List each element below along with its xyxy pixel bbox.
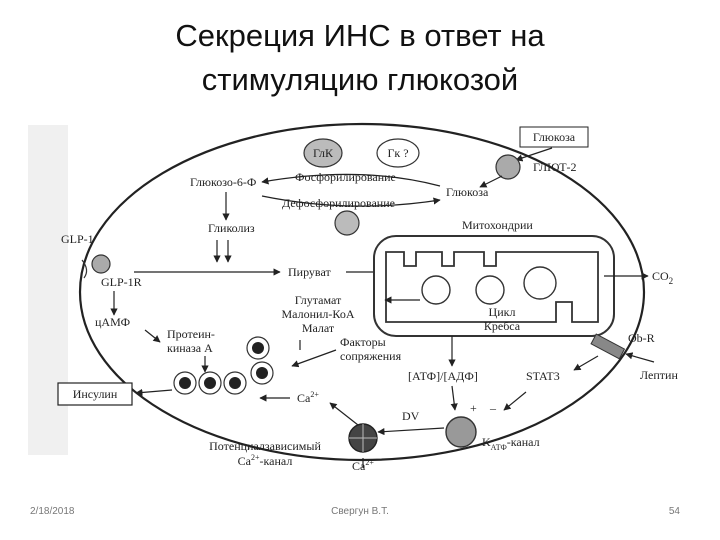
phosphatase-icon <box>334 210 360 236</box>
glp1-receptor-icon <box>91 254 111 274</box>
glk-label: ГлК <box>313 146 334 160</box>
glucokinase-icon <box>303 138 343 168</box>
gk-label: Гк ? <box>387 146 408 160</box>
ca-inside-label: Ca2+ <box>297 390 319 405</box>
mitochondria-label: Митохондрии <box>462 218 533 232</box>
katp-channel-icon <box>445 416 477 448</box>
title-line-2: стимуляцию глюкозой <box>201 62 519 97</box>
glut2-transporter-icon <box>495 154 521 180</box>
glp1-label: GLP-1 <box>61 232 94 246</box>
co2-label: CO2 <box>652 269 673 286</box>
glycolysis-label: Гликолиз <box>208 221 255 235</box>
leptin-label: Лептин <box>640 368 678 382</box>
insulin-box <box>57 382 133 406</box>
ob-r-label: Ob-R <box>628 331 655 345</box>
vdcc-label-1: Потенциалзависимый <box>209 439 321 453</box>
malonyl-coa-label: Малонил-КоА <box>282 307 355 321</box>
vdcc-label-2: Ca2+-канал <box>238 453 293 468</box>
atp-adp-label: [АТФ]/[АДФ] <box>408 369 478 383</box>
glucose-box <box>519 126 589 148</box>
g6p-label: Глюкозо-6-Ф <box>190 175 256 189</box>
glut2-label: ГЛЮТ-2 <box>533 160 577 174</box>
ob-r-receptor-icon <box>590 333 626 360</box>
glucose-box-label: Глюкоза <box>533 130 576 144</box>
krebs-vesicle-1 <box>421 275 451 305</box>
glucose-inside-label: Глюкоза <box>446 185 489 199</box>
camp-label: цАМФ <box>95 315 130 329</box>
pka-label-2: киназа А <box>167 341 213 355</box>
krebs-vesicle-3 <box>523 266 557 300</box>
footer-author: Свергун В.Т. <box>331 506 389 517</box>
glutamate-label: Глутамат <box>295 293 342 307</box>
title-line-1: Секреция ИНС в ответ на <box>175 18 545 53</box>
krebs-vesicle-2 <box>475 275 505 305</box>
plus-sign: + <box>470 401 477 415</box>
beta-cell-membrane <box>78 122 646 462</box>
coupling-factors-label-2: сопряжения <box>340 349 402 363</box>
ca-outside-label: Ca2+ <box>352 458 374 473</box>
footer-page-number: 54 <box>668 506 680 517</box>
slide-title: Секреция ИНС в ответ на стимуляцию глюко… <box>0 14 720 102</box>
krebs-label-2: Кребса <box>484 319 521 333</box>
pka-label-1: Протеин- <box>167 327 215 341</box>
dv-label: DV <box>402 409 420 423</box>
hexokinase-icon <box>376 138 420 168</box>
malate-label: Малат <box>302 321 335 335</box>
phosphorylation-label: Фосфорилирование <box>295 170 396 184</box>
footer-date: 2/18/2018 <box>30 506 75 517</box>
krebs-label-1: Цикл <box>489 305 516 319</box>
stat3-label: STAT3 <box>526 369 560 383</box>
insulin-label: Инсулин <box>73 387 118 401</box>
pyruvate-label: Пируват <box>288 265 331 279</box>
minus-sign: – <box>489 401 497 415</box>
coupling-factors-label-1: Факторы <box>340 335 386 349</box>
katp-label: KАТФ-канал <box>482 435 540 452</box>
glp1r-label: GLP-1R <box>101 275 142 289</box>
dephosphorylation-label: Дефосфорилирование <box>282 196 395 210</box>
